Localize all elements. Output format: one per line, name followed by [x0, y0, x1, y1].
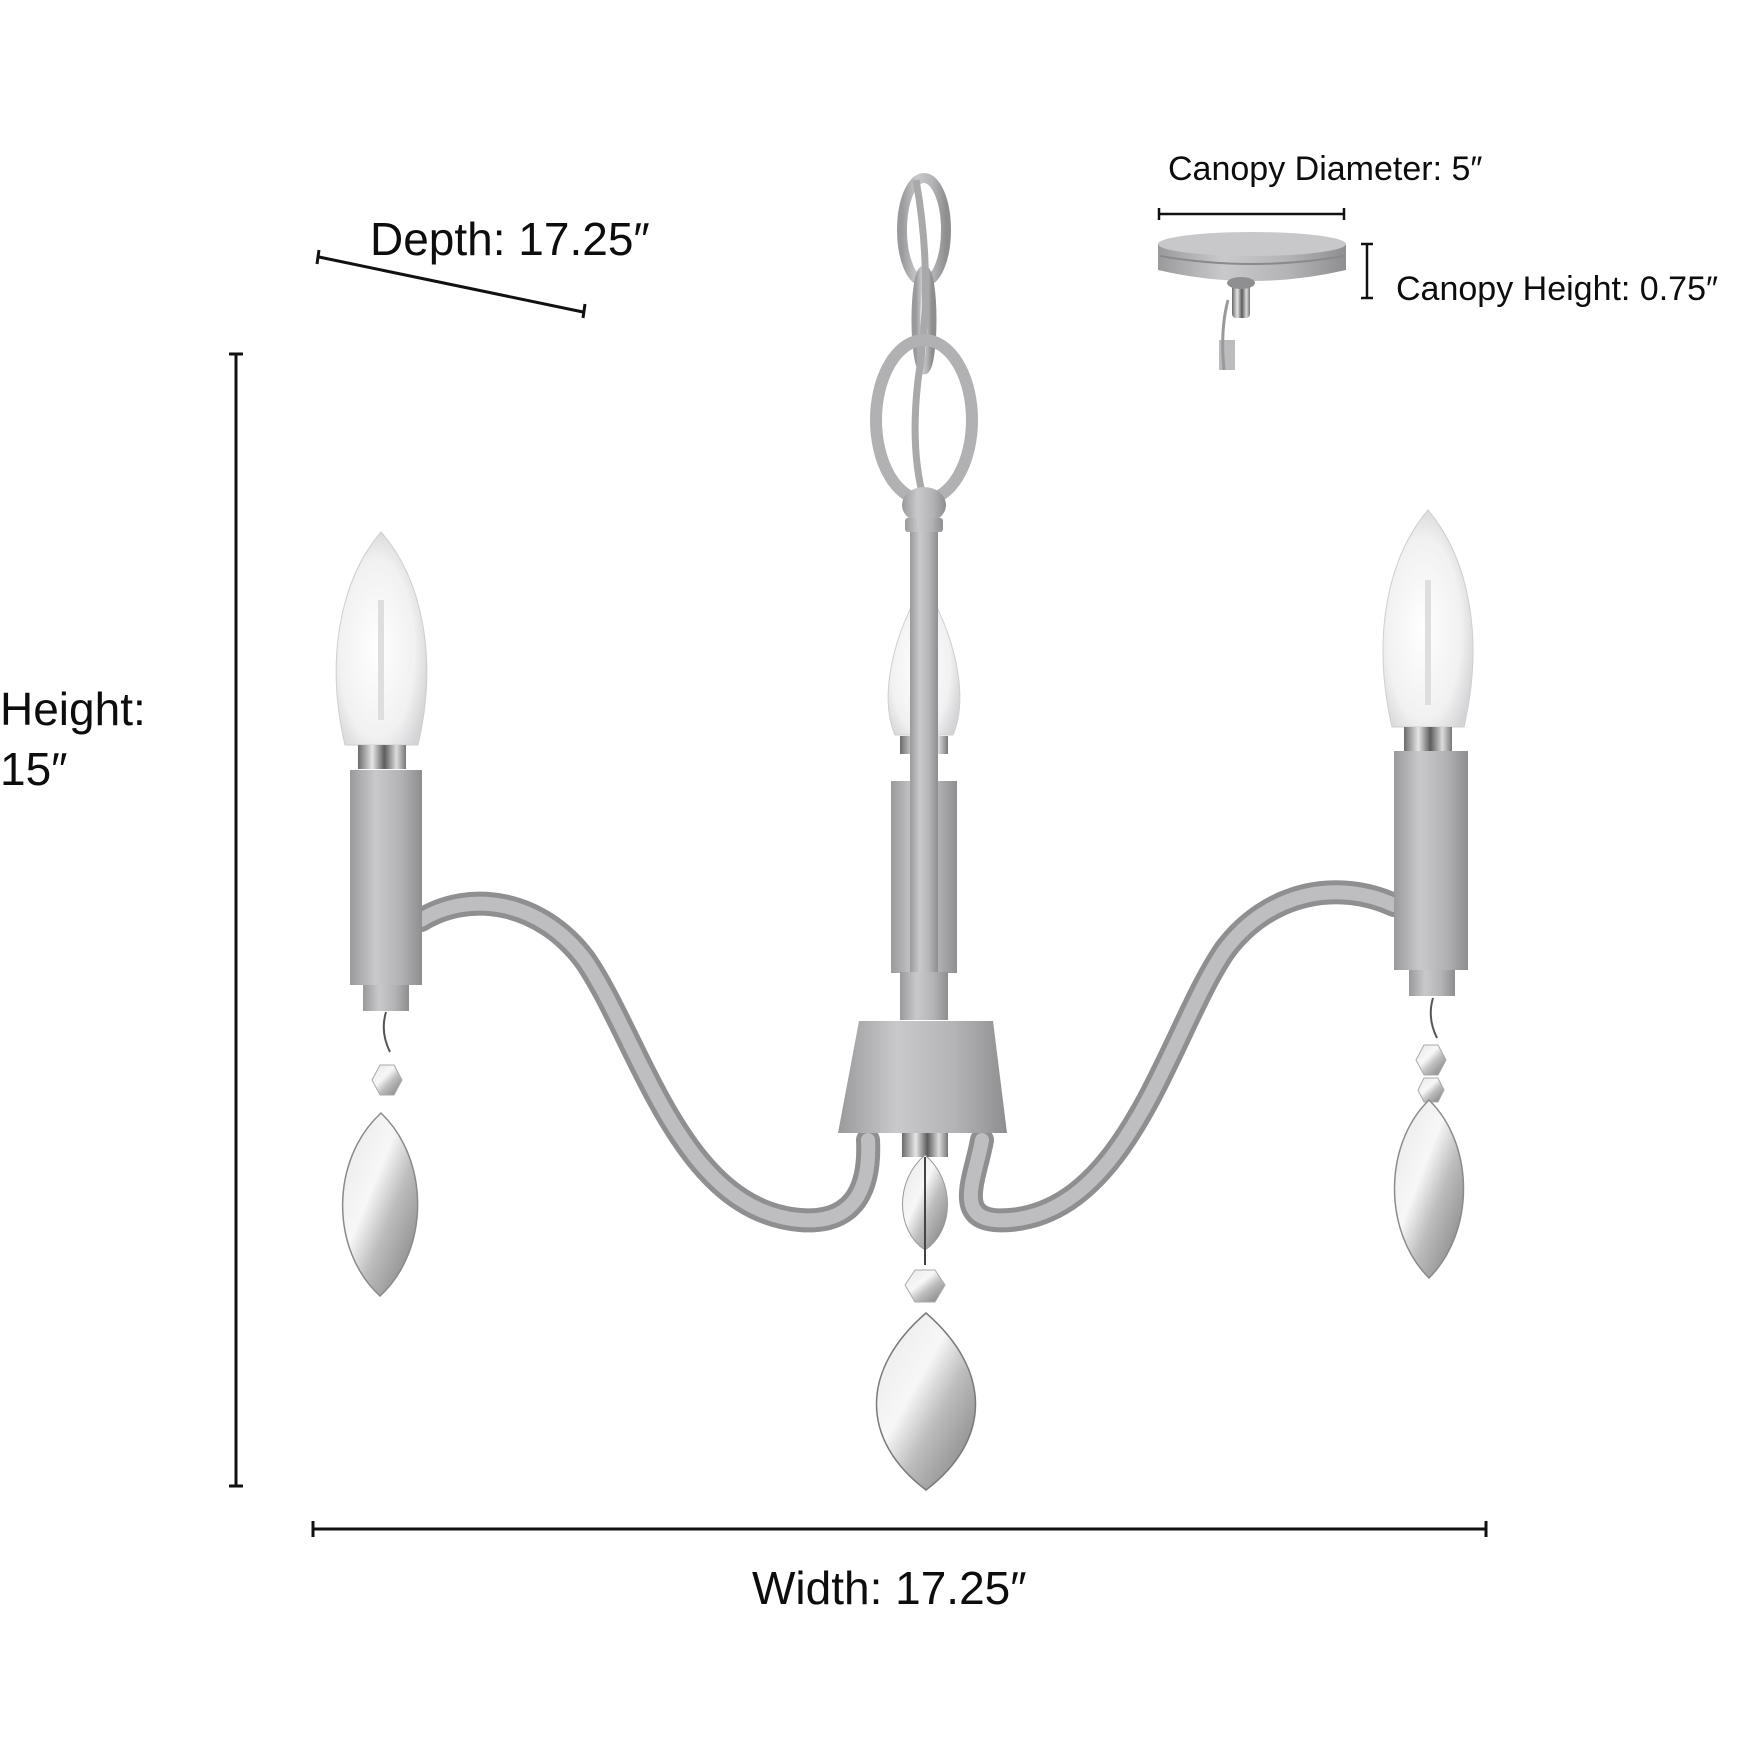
- right-candle: [1382, 509, 1474, 996]
- canopy-height-line: [1361, 242, 1373, 300]
- canopy-diameter-label: Canopy Diameter: 5″: [1168, 150, 1483, 188]
- center-crystal-pendant: [875, 1154, 977, 1491]
- depth-dimension-line: [315, 249, 587, 319]
- canopy-height-label: Canopy Height: 0.75″: [1396, 270, 1719, 308]
- left-crystal-pendant: [341, 1011, 419, 1298]
- right-crystal-pendant: [1393, 997, 1465, 1280]
- depth-label: Depth: 17.25″: [370, 213, 650, 265]
- height-label-line1: Height:: [0, 683, 146, 735]
- center-rod-front: [910, 560, 938, 980]
- width-label: Width: 17.25″: [752, 1562, 1027, 1614]
- chain: [870, 173, 978, 506]
- center-collar: [900, 972, 948, 1020]
- left-candle: [335, 531, 428, 1011]
- width-dimension-line: [311, 1521, 1488, 1537]
- left-arm: [409, 891, 881, 1233]
- center-body: [838, 1021, 1007, 1157]
- height-dimension-line: [229, 352, 243, 1488]
- height-label-line2: 15″: [0, 743, 68, 795]
- canopy-illustration: [1158, 232, 1346, 371]
- canopy-diameter-line: [1157, 208, 1346, 220]
- right-arm: [958, 880, 1406, 1233]
